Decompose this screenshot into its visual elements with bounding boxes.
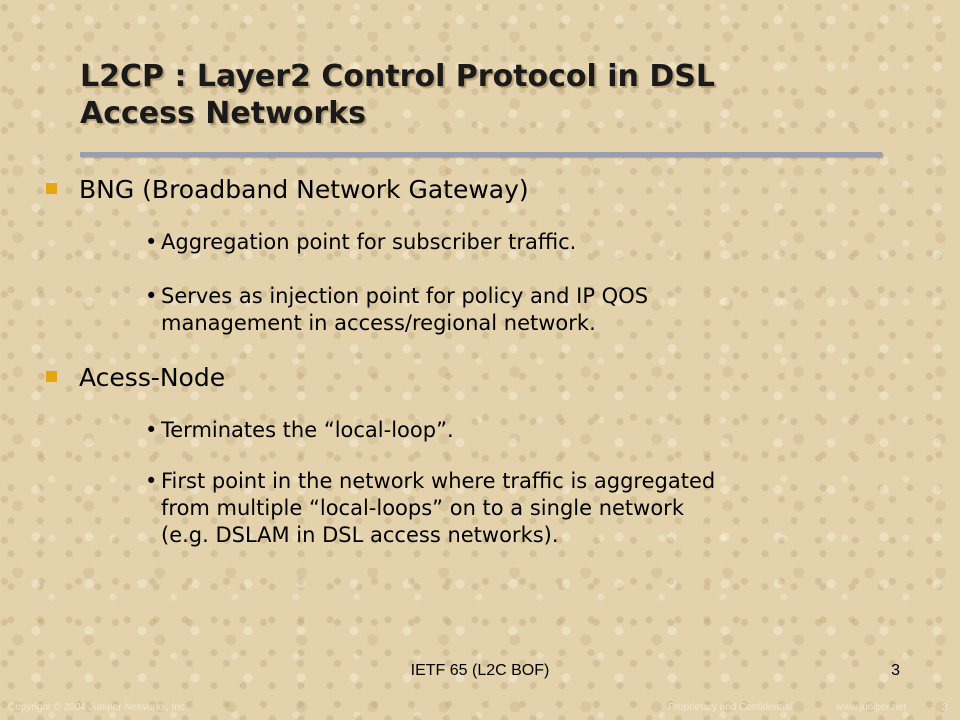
dot-bullet-icon: • [145, 284, 158, 308]
dot-bullet-icon: • [145, 230, 158, 254]
slide-title-line-2: Access Networks [80, 96, 367, 131]
square-bullet-icon [46, 183, 57, 194]
sub-bullet-text-cont: management in access/regional network. [161, 311, 596, 335]
sub-bullet-text-cont: (e.g. DSLAM in DSL access networks). [161, 523, 559, 547]
sub-bullet-text: Serves as injection point for policy and… [161, 284, 649, 308]
page-number: 3 [891, 662, 900, 679]
bullet-access-node: Acess-Node [46, 363, 225, 393]
dot-bullet-icon: • [145, 469, 158, 493]
sub-bullet-access-1: •Terminates the “local-loop”. [145, 417, 905, 444]
sub-bullet-text-cont: from multiple “local-loops” on to a sing… [161, 496, 684, 520]
bullet-bng-label: BNG (Broadband Network Gateway) [79, 175, 529, 204]
footer-website: www.juniper.net [836, 702, 907, 713]
footer-copyright: Copyright © 2004 Juniper Networks, Inc. [8, 702, 188, 713]
dot-bullet-icon: • [145, 418, 158, 442]
bullet-bng: BNG (Broadband Network Gateway) [46, 175, 529, 205]
slide-title-line-1: L2CP : Layer2 Control Protocol in DSL [80, 59, 715, 94]
footer-small-page-number: 3 [942, 702, 948, 713]
sub-bullet-text: Terminates the “local-loop”. [161, 418, 454, 442]
sub-bullet-bng-1: •Aggregation point for subscriber traffi… [145, 229, 905, 256]
sub-bullet-text: Aggregation point for subscriber traffic… [161, 230, 577, 254]
sub-bullet-bng-2: •Serves as injection point for policy an… [145, 283, 905, 337]
bullet-access-node-label: Acess-Node [79, 363, 226, 392]
title-divider [80, 152, 882, 157]
sub-bullet-access-2: •First point in the network where traffi… [145, 468, 905, 549]
footer-event-label: IETF 65 (L2C BOF) [410, 662, 550, 679]
sub-bullet-text: First point in the network where traffic… [161, 469, 716, 493]
square-bullet-icon [46, 371, 57, 382]
slide-title: L2CP : Layer2 Control Protocol in DSL Ac… [80, 58, 900, 132]
footer-proprietary: Proprietary and Confidential [668, 702, 792, 713]
